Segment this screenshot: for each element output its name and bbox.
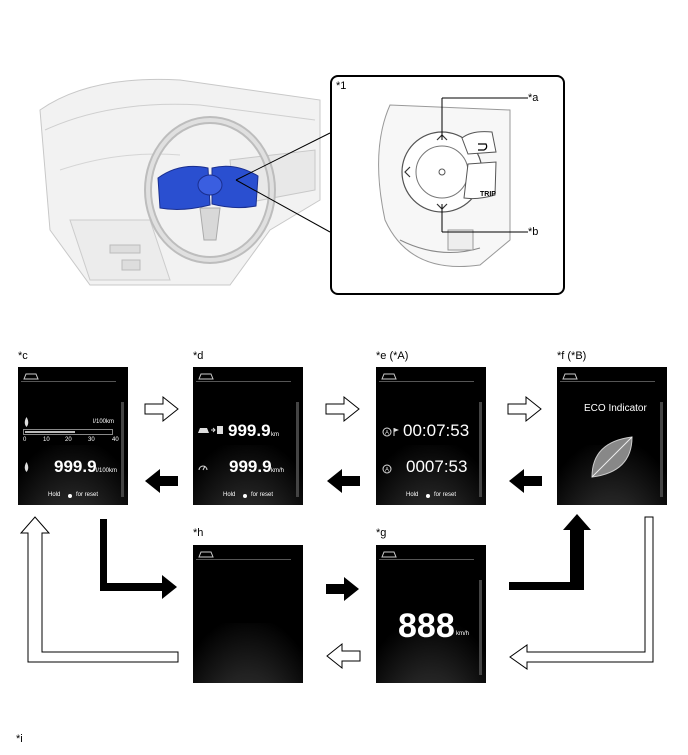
unit-label-1: l/100km	[92, 419, 114, 425]
range-value: 999.9	[228, 421, 271, 440]
scale-20: 20	[65, 437, 72, 443]
car-icon	[23, 373, 39, 380]
arrow-g-to-f	[509, 514, 591, 590]
screen-h-blank	[193, 545, 303, 683]
car-icon	[198, 551, 214, 558]
callout-h: *h	[193, 527, 204, 539]
consumption-value: 999.9	[54, 457, 97, 476]
arrow-f-to-g	[509, 516, 654, 670]
scale-0: 0	[23, 437, 27, 443]
arrow-c-to-d	[144, 395, 179, 423]
arrow-h-to-c	[19, 516, 179, 663]
reset-label: for reset	[434, 492, 457, 498]
time-value-1: 00:07:53	[403, 421, 470, 440]
arrow-f-to-e	[509, 469, 542, 493]
range-icon	[198, 426, 223, 434]
arrow-d-to-e	[325, 395, 360, 423]
speed-value: 999.9	[229, 457, 272, 476]
eco-leaf-icon	[591, 436, 633, 478]
scale-40: 40	[112, 437, 119, 443]
steering-switch-highlight	[157, 165, 211, 210]
steering-switch-closeup	[378, 97, 528, 268]
reset-label: for reset	[251, 492, 274, 498]
car-icon	[562, 373, 578, 380]
speed-unit: km/h	[456, 631, 470, 637]
fuel-drop-icon	[24, 417, 29, 427]
time-value-2: 0007:53	[406, 457, 468, 476]
scale-10: 10	[43, 437, 50, 443]
car-icon	[381, 551, 397, 558]
speed-icon	[198, 465, 208, 471]
eco-title: ECO Indicator	[584, 403, 647, 414]
svg-text:A: A	[385, 468, 389, 474]
consumption-bar	[23, 429, 113, 435]
arrow-h-to-g	[326, 577, 359, 601]
callout-b: *b	[528, 226, 539, 238]
speed-unit: km/h	[271, 468, 285, 474]
stop-start-icon: A	[382, 464, 392, 474]
fuel-drop-icon	[24, 462, 29, 472]
callout-g: *g	[376, 527, 387, 539]
scale-30: 30	[88, 437, 95, 443]
callout-d: *d	[193, 350, 204, 362]
screen-e-stop-start-time: A 00:07:53 A 0007:53 Hold for reset	[376, 367, 486, 505]
car-icon	[381, 373, 397, 380]
arrow-c-to-h	[100, 519, 177, 599]
callout-1: *1	[336, 80, 347, 92]
screen-c-fuel-consumption: l/100km 0 10 20 30 40 999.9 l/100km Hold…	[18, 367, 128, 505]
callout-e: *e (*A)	[376, 350, 409, 362]
hold-label: Hold	[48, 492, 61, 498]
callout-c: *c	[18, 350, 28, 362]
arrow-e-to-f	[507, 395, 542, 423]
callout-f: *f (*B)	[557, 350, 587, 362]
range-unit: km	[271, 432, 279, 438]
hold-label: Hold	[223, 492, 236, 498]
arrow-e-to-d	[327, 469, 360, 493]
callout-i: *i	[16, 733, 23, 745]
hold-label: Hold	[406, 492, 419, 498]
screen-d-trip: 999.9 km 999.9 km/h Hold for reset	[193, 367, 303, 505]
arrow-d-to-c	[145, 469, 178, 493]
callout-a: *a	[528, 92, 539, 104]
trip-button-label: TRIP	[480, 191, 496, 198]
arrow-g-to-h	[326, 642, 361, 670]
reset-label: for reset	[76, 492, 99, 498]
dashboard-illustration	[39, 78, 321, 286]
screen-f-eco-indicator: ECO Indicator	[557, 367, 667, 505]
car-icon	[198, 373, 214, 380]
stop-start-icon: A	[382, 427, 399, 437]
unit-label-2: l/100km	[96, 468, 118, 474]
svg-text:A: A	[385, 431, 389, 437]
screen-g-speed: 888 km/h	[376, 545, 486, 683]
digital-speed: 888	[398, 607, 455, 645]
